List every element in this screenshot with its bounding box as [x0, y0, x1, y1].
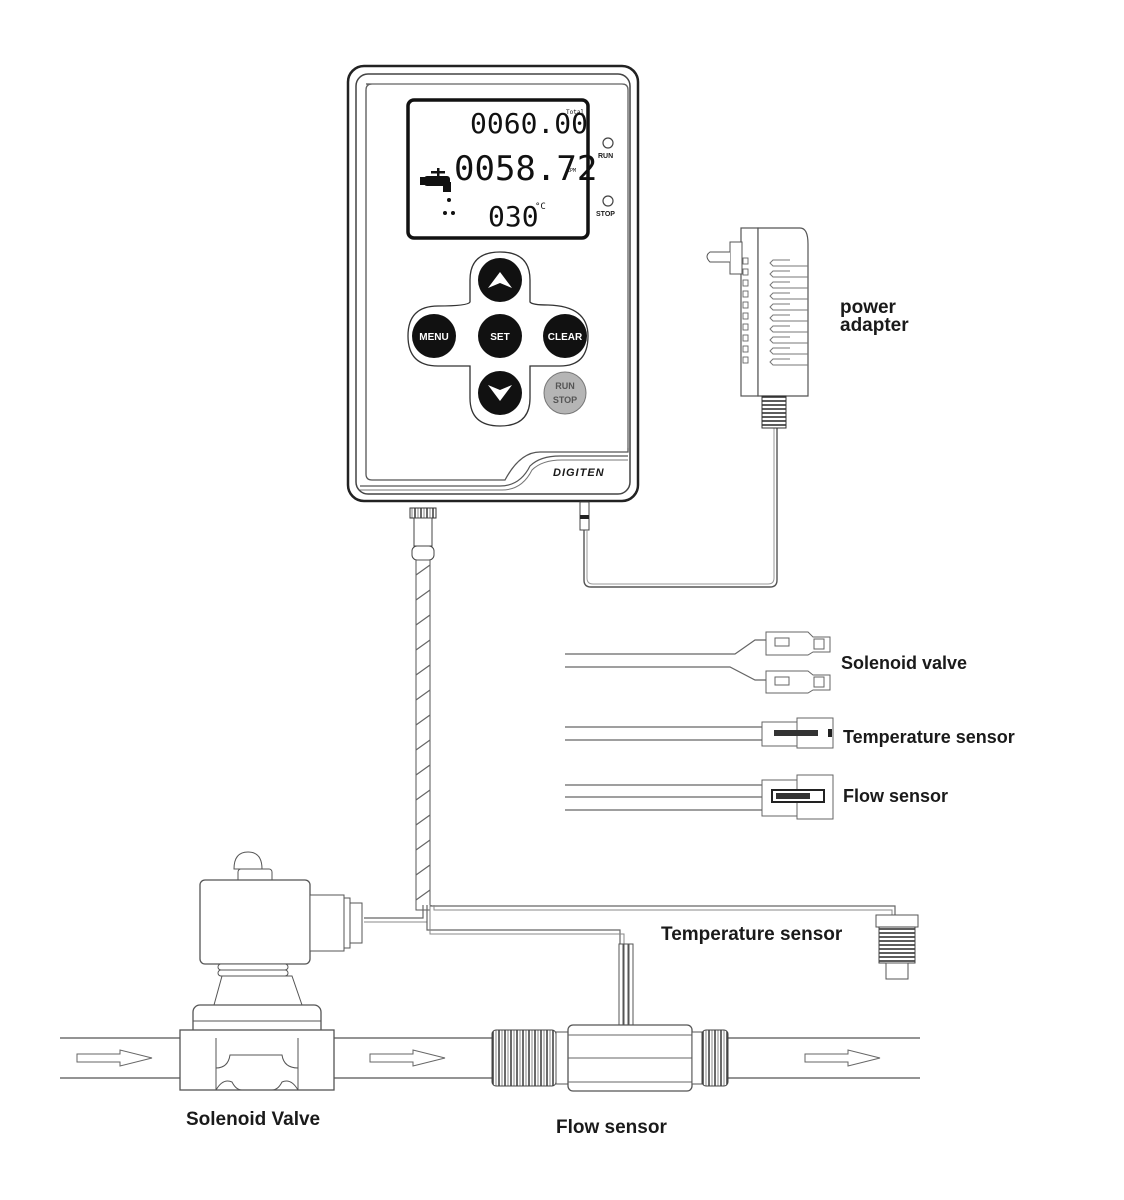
solenoid-connector	[565, 631, 831, 694]
pipe	[60, 1037, 920, 1079]
lcd-total-value: 0060.00	[470, 107, 588, 140]
power-adapter-label-line1: power	[840, 297, 897, 318]
run-indicator-led	[602, 137, 614, 149]
flow-arrow-icon	[76, 1049, 153, 1067]
flow-connector	[565, 774, 834, 820]
stop-indicator-label: STOP	[596, 211, 615, 218]
solenoid-valve-label: Solenoid Valve	[186, 1109, 320, 1130]
power-cord	[579, 428, 778, 588]
clear-button-label: CLEAR	[548, 332, 583, 343]
power-adapter	[706, 227, 809, 429]
run-stop-button-label-run: RUN	[555, 381, 575, 391]
temperature-connector	[565, 717, 834, 749]
flow-controller: DIGITEN 0060.00 Total 0058.72 LPM 030 °C…	[346, 64, 640, 503]
menu-button-label: MENU	[419, 332, 448, 343]
faucet-icon	[420, 168, 455, 215]
sensor-cable	[364, 507, 896, 945]
solenoid-valve	[179, 851, 363, 1091]
down-button[interactable]	[478, 371, 522, 415]
temperature-sensor-label: Temperature sensor	[661, 924, 843, 945]
flow-arrow-icon	[369, 1049, 446, 1067]
run-indicator-label: RUN	[598, 153, 613, 160]
clear-button[interactable]: CLEAR	[543, 314, 587, 358]
temperature-sensor	[875, 914, 919, 980]
solenoid-connector-label: Solenoid valve	[841, 653, 967, 673]
keypad-outline	[407, 251, 589, 427]
lcd-temp-unit: °C	[535, 202, 546, 212]
stop-indicator-led	[602, 195, 614, 207]
lcd-flow-unit: LPM	[567, 168, 576, 174]
flow-sensor	[491, 943, 729, 1092]
power-adapter-label-line2: adapter	[840, 315, 909, 336]
flow-sensor-label: Flow sensor	[556, 1117, 667, 1138]
lcd-screen	[406, 98, 590, 240]
temperature-connector-label: Temperature sensor	[843, 727, 1015, 747]
run-stop-button[interactable]: RUN STOP	[543, 371, 587, 415]
lcd-temp-value: 030	[488, 200, 539, 233]
lcd-flow-value: 0058.72	[454, 149, 597, 189]
flow-connector-label: Flow sensor	[843, 786, 948, 806]
run-stop-button-label-stop: STOP	[553, 395, 577, 405]
lcd-total-unit: Total	[566, 109, 584, 116]
brand-logo: DIGITEN	[553, 467, 605, 479]
chevron-down-icon	[488, 385, 512, 401]
flow-arrow-icon	[804, 1049, 881, 1067]
up-button[interactable]	[478, 258, 522, 302]
chevron-up-icon	[488, 272, 512, 288]
set-button[interactable]: SET	[478, 314, 522, 358]
set-button-label: SET	[490, 332, 509, 343]
menu-button[interactable]: MENU	[412, 314, 456, 358]
